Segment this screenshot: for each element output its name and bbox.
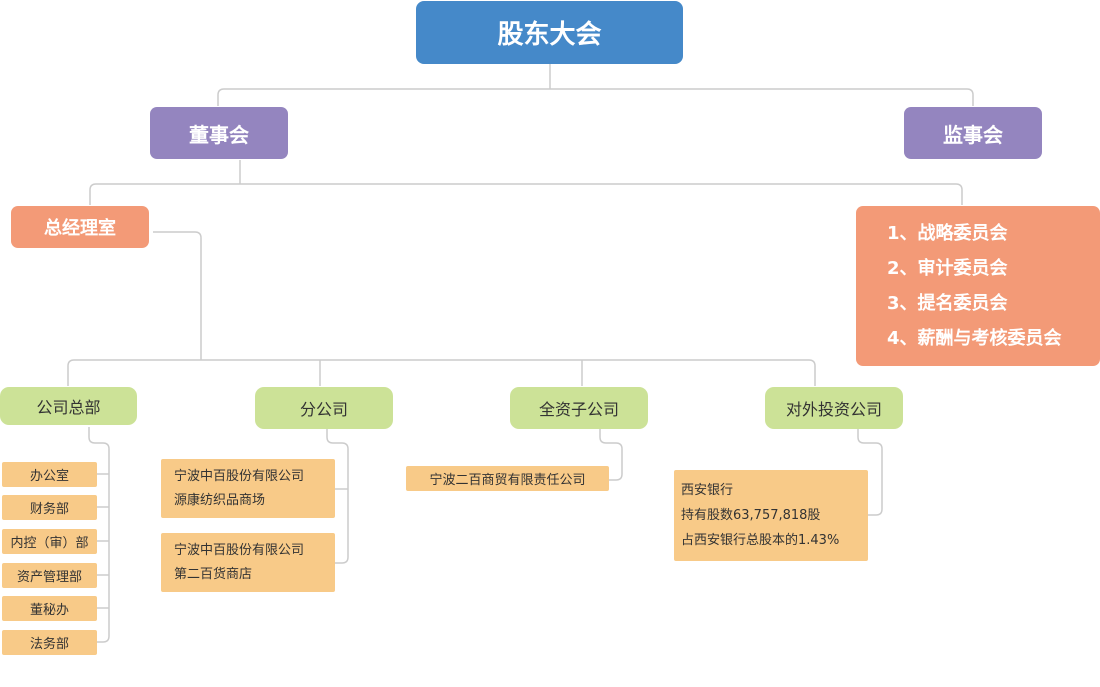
- division-investments: 对外投资公司: [765, 387, 903, 429]
- committee-remuneration: 4、薪酬与考核委员会: [887, 328, 1062, 349]
- department-asset-management-label: 资产管理部: [16, 570, 82, 585]
- board-label: 董事会: [189, 122, 249, 147]
- department-board-secretary-label: 董秘办: [29, 603, 69, 618]
- department-internal-control: 内控（审）部: [2, 529, 97, 554]
- division-headquarters: 公司总部: [0, 387, 137, 425]
- division-subsidiaries-label: 全资子公司: [538, 400, 619, 419]
- department-asset-management: 资产管理部: [2, 563, 97, 588]
- department-legal-label: 法务部: [29, 637, 69, 652]
- branch-department-store-line1: 宁波中百股份有限公司: [174, 542, 305, 558]
- committee-strategy: 1、战略委员会: [887, 223, 1008, 244]
- connector-board-bus: [89, 183, 963, 205]
- investment-name: 西安银行: [681, 483, 734, 498]
- subsidiary-trading-company: 宁波二百商贸有限责任公司: [406, 466, 609, 491]
- division-headquarters-label: 公司总部: [36, 398, 101, 417]
- investment-ratio: 占西安银行总股本的1.43%: [681, 533, 840, 548]
- investment-shares: 持有股数63,757,818股: [681, 508, 821, 523]
- gm-office-label: 总经理室: [44, 218, 116, 239]
- connector-investment: [857, 429, 883, 516]
- connector-hq-departments: [88, 427, 110, 643]
- committee-audit: 2、审计委员会: [887, 258, 1008, 279]
- subsidiary-trading-company-label: 宁波二百商贸有限责任公司: [429, 473, 586, 488]
- connector-gm-stem: [153, 231, 202, 360]
- department-board-secretary: 董秘办: [2, 596, 97, 621]
- committees-node: 1、战略委员会 2、审计委员会 3、提名委员会 4、薪酬与考核委员会: [856, 206, 1100, 366]
- connector-subsidiary: [599, 429, 623, 481]
- supervisory-board-label: 监事会: [943, 122, 1003, 147]
- branch-department-store: 宁波中百股份有限公司 第二百货商店: [161, 533, 335, 592]
- branch-textile-store-line1: 宁波中百股份有限公司: [174, 468, 305, 484]
- department-finance-label: 财务部: [29, 502, 69, 517]
- division-branches-label: 分公司: [299, 400, 348, 419]
- department-office: 办公室: [2, 462, 97, 487]
- connector-level2-bus: [217, 88, 974, 106]
- shareholders-meeting-label: 股东大会: [497, 20, 602, 50]
- board-node: 董事会: [150, 107, 288, 159]
- department-office-label: 办公室: [29, 469, 69, 484]
- division-investments-label: 对外投资公司: [785, 400, 882, 419]
- branch-textile-store: 宁波中百股份有限公司 源康纺织品商场: [161, 459, 335, 518]
- division-branches: 分公司: [255, 387, 393, 429]
- department-internal-control-label: 内控（审）部: [10, 536, 89, 551]
- branch-department-store-line2: 第二百货商店: [174, 566, 253, 582]
- division-subsidiaries: 全资子公司: [510, 387, 648, 429]
- gm-office-node: 总经理室: [11, 206, 149, 248]
- investment-xian-bank: 西安银行 持有股数63,757,818股 占西安银行总股本的1.43%: [674, 470, 868, 561]
- supervisory-board-node: 监事会: [904, 107, 1042, 159]
- committee-nomination: 3、提名委员会: [887, 293, 1008, 314]
- branch-textile-store-line2: 源康纺织品商场: [174, 492, 266, 508]
- department-finance: 财务部: [2, 495, 97, 520]
- connector-division-bus: [67, 359, 816, 386]
- department-legal: 法务部: [2, 630, 97, 655]
- connector-branches: [326, 429, 349, 564]
- shareholders-meeting-node: 股东大会: [416, 1, 683, 64]
